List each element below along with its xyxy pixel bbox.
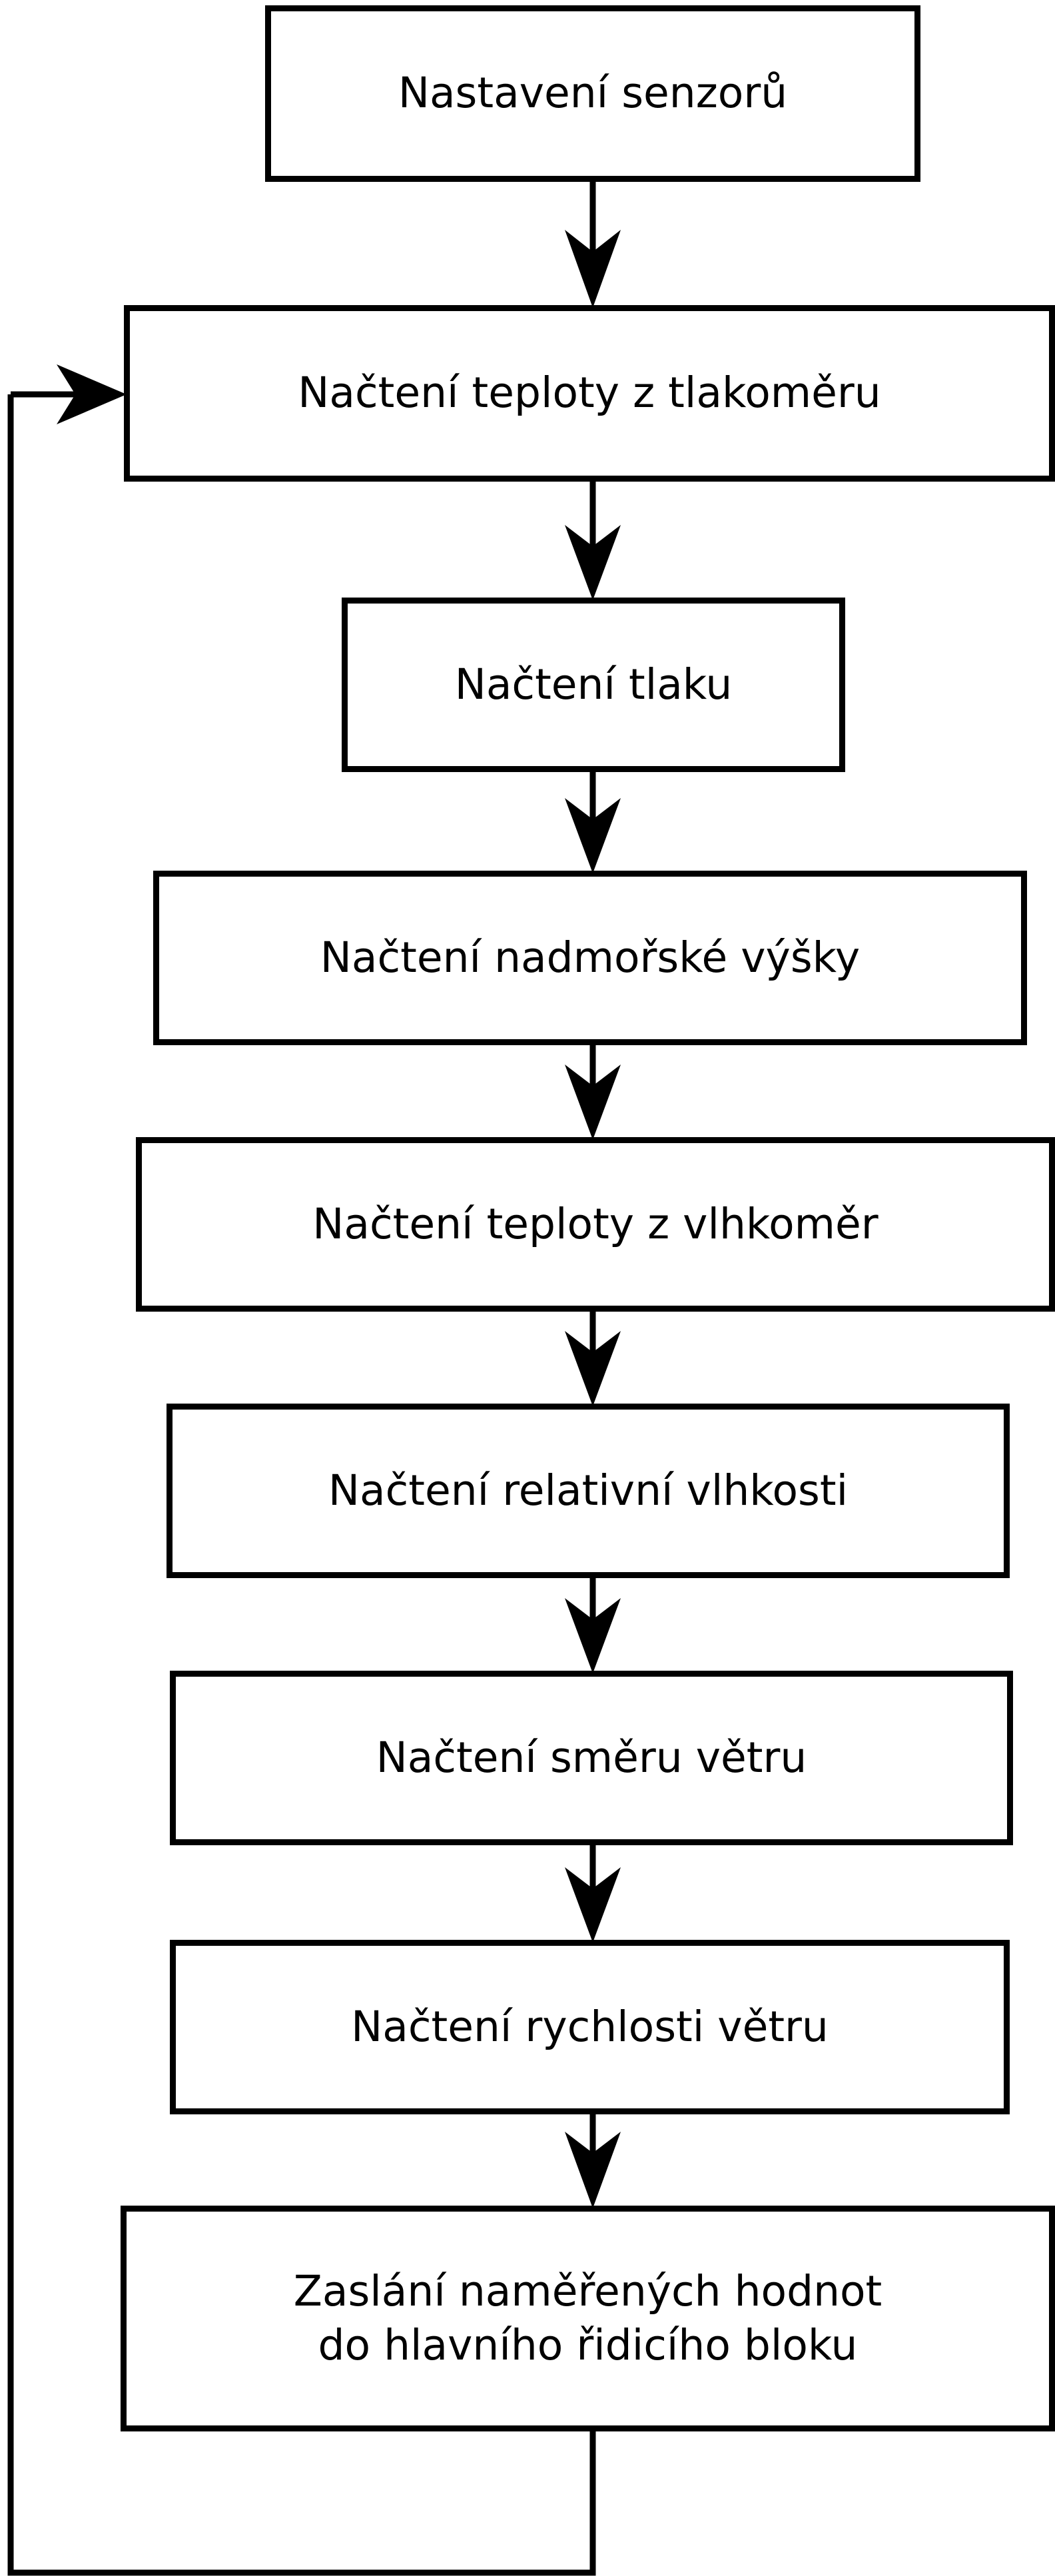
connector-loop-back (7, 364, 596, 2576)
node-label-read-relative-humidity: Načtení relativní vlhkosti (328, 1466, 849, 1515)
node-read-temperature-barometer[interactable]: Načtení teploty z tlakoměru (124, 305, 1055, 482)
node-label-sensor-setup: Nastavení senzorů (398, 69, 788, 118)
connector-read-temp-baro-to-read-pressure (565, 482, 621, 600)
connector-read-wind-speed-to-send-values (565, 2114, 621, 2208)
node-read-wind-speed[interactable]: Načtení rychlosti větru (170, 1940, 1010, 2114)
node-label-read-temperature-hygrometer: Načtení teploty z vlhkoměr (312, 1199, 879, 1248)
node-label-read-temperature-barometer: Načtení teploty z tlakoměru (298, 368, 881, 418)
node-label-read-wind-direction: Načtení směru větru (376, 1733, 807, 1782)
node-send-measured-values[interactable]: Zaslání naměřených hodnot do hlavního ři… (121, 2206, 1055, 2431)
node-sensor-setup[interactable]: Nastavení senzorů (265, 5, 920, 182)
connector-read-humidity-to-read-wind-dir (565, 1578, 621, 1673)
node-read-relative-humidity[interactable]: Načtení relativní vlhkosti (167, 1404, 1010, 1578)
node-read-pressure[interactable]: Načtení tlaku (342, 598, 845, 772)
node-label-read-pressure: Načtení tlaku (454, 659, 733, 709)
node-label-send-measured-values: Zaslání naměřených hodnot do hlavního ři… (293, 2266, 882, 2369)
connector-setup-to-read-temp-baro (565, 182, 621, 308)
node-read-altitude[interactable]: Načtení nadmořské výšky (153, 871, 1027, 1045)
node-read-temperature-hygrometer[interactable]: Načtení teploty z vlhkoměr (136, 1137, 1055, 1312)
node-label-read-wind-speed: Načtení rychlosti větru (351, 2002, 829, 2051)
node-label-read-altitude: Načtení nadmořské výšky (320, 933, 861, 982)
connector-read-altitude-to-read-temp-hygro (565, 1045, 621, 1140)
connector-read-pressure-to-read-altitude (565, 772, 621, 873)
node-read-wind-direction[interactable]: Načtení směru větru (170, 1671, 1013, 1845)
connector-read-temp-hygro-to-read-humidity (565, 1312, 621, 1406)
connector-read-wind-dir-to-read-wind-speed (565, 1845, 621, 1942)
